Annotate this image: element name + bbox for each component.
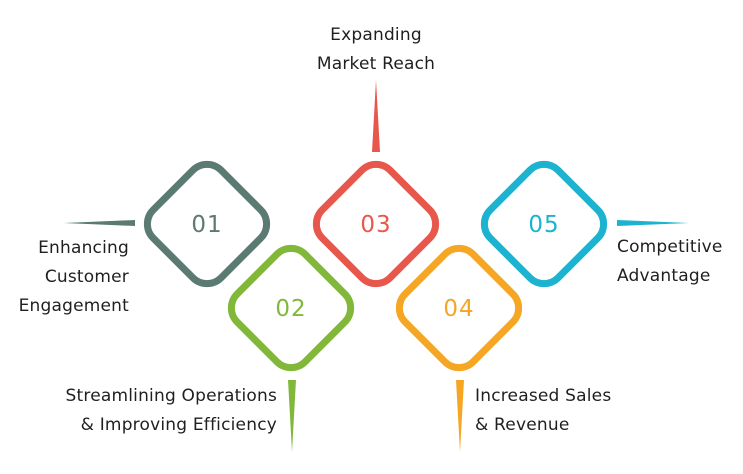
item-05-group: 05 bbox=[480, 160, 689, 288]
item-03-pointer bbox=[372, 80, 380, 152]
item-01-label-line-2: Customer bbox=[44, 267, 129, 287]
item-02-label-line-1: Streamlining Operations bbox=[65, 386, 277, 406]
item-02-pointer bbox=[288, 380, 296, 452]
item-03-diamond bbox=[312, 160, 440, 288]
item-01-label-line-1: Enhancing bbox=[38, 238, 129, 258]
item-01-pointer bbox=[64, 220, 135, 226]
item-01-label: Enhancing Customer Engagement bbox=[19, 234, 129, 321]
item-04-number: 04 bbox=[443, 296, 474, 322]
item-01-number: 01 bbox=[191, 212, 222, 238]
item-02-group: 02 bbox=[227, 244, 355, 452]
item-05-pointer bbox=[617, 220, 689, 226]
item-05-label-line-1: Competitive bbox=[617, 237, 723, 257]
item-05-label-line-2: Advantage bbox=[617, 266, 711, 286]
item-03-label-line-1: Expanding bbox=[330, 25, 422, 45]
item-05-label: Competitive Advantage bbox=[617, 233, 723, 291]
item-02-number: 02 bbox=[275, 296, 306, 322]
item-05-number: 05 bbox=[528, 212, 559, 238]
item-04-label: Increased Sales & Revenue bbox=[475, 382, 611, 440]
item-01-group: 01 bbox=[64, 160, 271, 288]
item-04-group: 04 bbox=[395, 244, 523, 452]
item-02-label: Streamlining Operations & Improving Effi… bbox=[66, 382, 277, 440]
item-02-diamond bbox=[227, 244, 355, 372]
item-02-label-line-2: & Improving Efficiency bbox=[80, 415, 277, 435]
item-03-group: 03 bbox=[312, 80, 440, 288]
item-04-label-line-1: Increased Sales bbox=[475, 386, 612, 406]
item-03-number: 03 bbox=[360, 212, 391, 238]
item-05-diamond bbox=[480, 160, 608, 288]
item-01-diamond bbox=[143, 160, 271, 288]
item-04-pointer bbox=[456, 380, 464, 452]
item-04-diamond bbox=[395, 244, 523, 372]
item-01-label-line-3: Engagement bbox=[18, 296, 129, 316]
item-03-label: Expanding Market Reach bbox=[276, 21, 476, 79]
item-03-label-line-2: Market Reach bbox=[316, 54, 436, 74]
item-04-label-line-2: & Revenue bbox=[475, 415, 570, 435]
